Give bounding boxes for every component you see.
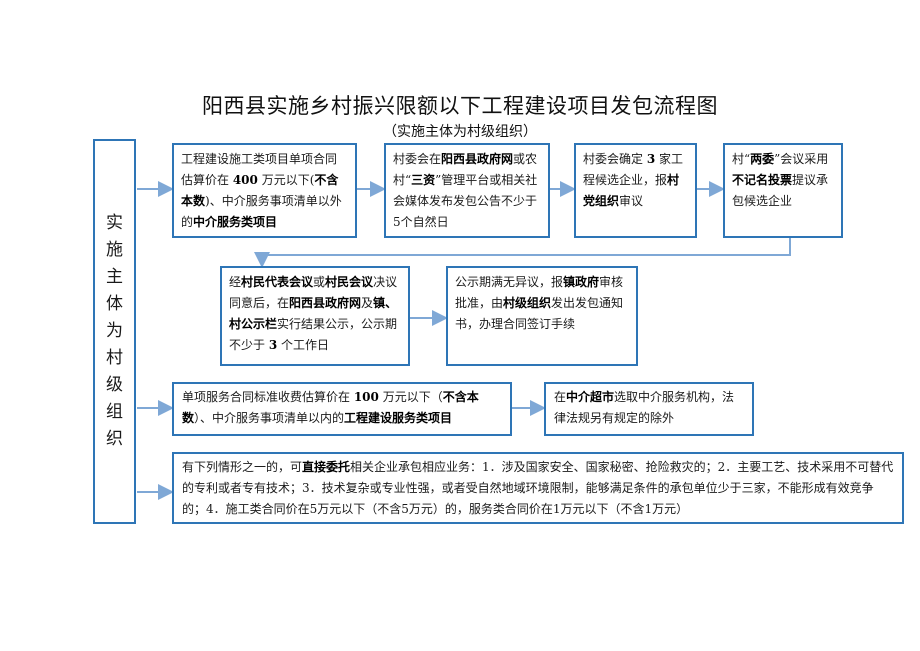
box1-bold: 400 bbox=[232, 173, 258, 187]
box5-bold: 3 bbox=[268, 338, 278, 352]
box5-text: 及 bbox=[361, 296, 374, 310]
box4-bold: 两委 bbox=[750, 152, 775, 166]
box8-text: 选取中介服务机构，法律法规另有规定的除外 bbox=[554, 390, 735, 425]
box6-text: 发出发包通知书，办理合同签订手续 bbox=[455, 296, 624, 331]
page-subtitle: （实施主体为村级组织） bbox=[383, 124, 537, 140]
box6-text: 审核批准，由 bbox=[455, 275, 624, 310]
box5-text: 经 bbox=[229, 275, 242, 289]
side-char: 主 bbox=[106, 267, 123, 287]
box5-text: 决议同意后，在 bbox=[229, 275, 398, 310]
box5-bold: 镇、村公示栏 bbox=[229, 296, 398, 331]
box1-bold: 中介服务类项目 bbox=[193, 215, 278, 229]
box9-bold: 直接委托 bbox=[302, 460, 351, 474]
box7-bold: 不含本数 bbox=[182, 390, 479, 425]
box3-bold: 村党组织 bbox=[583, 173, 680, 208]
side-char: 施 bbox=[106, 240, 123, 260]
box1-text: 万元以下( bbox=[257, 173, 315, 187]
box2-text: 村委会在 bbox=[393, 152, 442, 166]
box-publish-announcement: 村委会在阳西县政府网或农村“三资”管理平台或相关社会媒体发布发包公告不少于5个自… bbox=[384, 143, 550, 238]
box7-bold: 工程建设服务类项目 bbox=[344, 411, 453, 425]
box6-bold: 镇政府 bbox=[563, 275, 600, 289]
box6-bold: 村级组织 bbox=[503, 296, 552, 310]
box4-text: ”会议采用 bbox=[774, 152, 829, 166]
box1-text: )、中介服务事项清单以外的 bbox=[181, 194, 342, 229]
box-service-project-scope: 单项服务合同标准收费估算价在 100 万元以下（不含本数）、中介服务事项清单以内… bbox=[172, 382, 512, 436]
box7-bold: 100 bbox=[353, 390, 379, 404]
side-char: 体 bbox=[106, 294, 123, 314]
box-two-committees-vote: 村“两委”会议采用不记名投票提议承包候选企业 bbox=[723, 143, 843, 238]
box4-text: 提议承包候选企业 bbox=[732, 173, 829, 208]
box5-bold: 村民会议 bbox=[325, 275, 374, 289]
box2-bold: 阳西县政府网 bbox=[441, 152, 514, 166]
box-determine-candidates: 村委会确定 3 家工程候选企业，报村党组织审议 bbox=[574, 143, 697, 238]
box3-text: 家工程候选企业，报 bbox=[583, 152, 684, 187]
box-approval-contract: 公示期满无异议，报镇政府审核批准，由村级组织发出发包通知书，办理合同签订手续 bbox=[446, 266, 638, 366]
box-construction-project-scope: 工程建设施工类项目单项合同估算价在 400 万元以下(不含本数)、中介服务事项清… bbox=[172, 143, 357, 238]
box5-text: 实行结果公示，公示期不少于 bbox=[229, 317, 398, 352]
box5-bold: 阳西县政府网 bbox=[289, 296, 362, 310]
box1-bold: 不含本数 bbox=[181, 173, 339, 208]
side-char: 为 bbox=[106, 321, 123, 341]
box5-bold: 村民代表会议 bbox=[241, 275, 314, 289]
box8-bold: 中介超市 bbox=[566, 390, 615, 404]
box-intermediary-supermarket: 在中介超市选取中介服务机构，法律法规另有规定的除外 bbox=[544, 382, 754, 436]
box1-text: 工程建设施工类项目单项合同估算价在 bbox=[181, 152, 338, 187]
box7-text: 单项服务合同标准收费估算价在 bbox=[182, 390, 354, 404]
side-char: 村 bbox=[106, 348, 123, 368]
side-char: 组 bbox=[106, 402, 123, 422]
box2-bold: 三资 bbox=[411, 173, 436, 187]
arrow-box4-to-box5 bbox=[254, 238, 791, 268]
box2-text: 或农村“ bbox=[393, 152, 538, 187]
box4-text: 村“ bbox=[732, 152, 751, 166]
box4-bold: 不记名投票 bbox=[732, 173, 793, 187]
box3-text: 村委会确定 bbox=[583, 152, 647, 166]
box3-text: 审议 bbox=[619, 194, 644, 208]
box3-bold: 3 bbox=[646, 152, 656, 166]
box9-text: 相关企业承包相应业务：1．涉及国家安全、国家秘密、抢险救灾的；2．主要工艺、技术… bbox=[182, 460, 894, 516]
box7-text: 万元以下（ bbox=[378, 390, 443, 404]
box9-text: 有下列情形之一的，可 bbox=[182, 460, 303, 474]
box2-text: ”管理平台或相关社会媒体发布发包公告不少于5个自然日 bbox=[393, 173, 538, 229]
box7-text: ）、中介服务事项清单以内的 bbox=[194, 411, 345, 425]
page-title: 阳西县实施乡村振兴限额以下工程建设项目发包流程图 bbox=[202, 94, 718, 118]
box6-text: 公示期满无异议，报 bbox=[455, 275, 564, 289]
box5-text: 或 bbox=[313, 275, 326, 289]
side-char: 级 bbox=[106, 375, 123, 395]
box8-text: 在 bbox=[554, 390, 567, 404]
side-label-box: 实 施 主 体 为 村 级 组 织 bbox=[93, 139, 136, 524]
box-direct-commission: 有下列情形之一的，可直接委托相关企业承包相应业务：1．涉及国家安全、国家秘密、抢… bbox=[172, 452, 904, 524]
side-char: 实 bbox=[106, 213, 123, 233]
box-villager-meeting-publicity: 经村民代表会议或村民会议决议同意后，在阳西县政府网及镇、村公示栏实行结果公示，公… bbox=[220, 266, 410, 366]
side-char: 织 bbox=[106, 429, 123, 449]
box5-text: 个工作日 bbox=[277, 338, 330, 352]
